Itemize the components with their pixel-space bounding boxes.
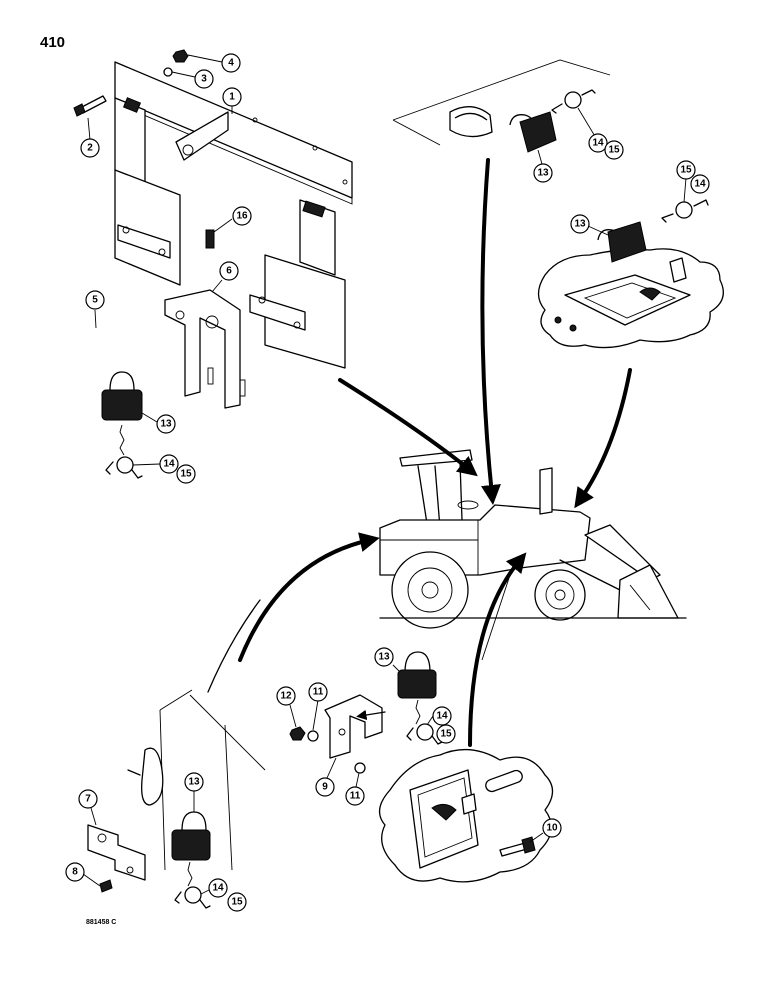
hood-lock-detail [537, 199, 724, 349]
svg-text:13: 13 [574, 219, 586, 230]
svg-text:14: 14 [163, 459, 175, 470]
svg-text:14: 14 [212, 883, 224, 894]
callout-7: 7 [78, 789, 98, 826]
svg-text:3: 3 [201, 74, 207, 85]
svg-text:7: 7 [85, 794, 91, 805]
guard-plate-assembly [73, 49, 353, 479]
callout-9: 9 [315, 757, 337, 797]
callout-13-right: 13 [570, 214, 609, 236]
callout-4: 4 [187, 53, 241, 73]
callout-14-15-top-left: 14 15 [132, 454, 196, 484]
callout-6: 6 [211, 261, 239, 293]
svg-text:4: 4 [228, 58, 234, 69]
callout-8: 8 [65, 862, 101, 887]
callout-12: 12 [276, 686, 297, 728]
callout-16: 16 [213, 206, 252, 233]
svg-text:14: 14 [436, 711, 448, 722]
svg-text:10: 10 [546, 823, 558, 834]
svg-text:14: 14 [592, 138, 604, 149]
drawing-code: 881458 C [86, 919, 117, 926]
top-panel-detail [392, 59, 611, 153]
callout-3: 3 [171, 69, 214, 89]
svg-text:11: 11 [313, 687, 324, 698]
svg-text:13: 13 [160, 419, 172, 430]
page-number: 410 [40, 34, 66, 51]
callout-14-15-bottom-left: 14 15 [200, 878, 247, 912]
callout-11b: 11 [345, 772, 365, 806]
svg-text:13: 13 [188, 777, 200, 788]
callout-1: 1 [222, 87, 242, 114]
side-latch-detail [289, 651, 554, 883]
svg-text:13: 13 [537, 168, 549, 179]
callout-10: 10 [529, 818, 562, 843]
callout-5: 5 [85, 290, 105, 329]
callout-13-top-left: 13 [141, 412, 176, 434]
callout-13-bottom-right: 13 [374, 647, 401, 673]
callout-2: 2 [80, 117, 100, 158]
svg-text:9: 9 [322, 782, 328, 793]
callout-11a: 11 [308, 682, 328, 731]
callout-13-bottom-left: 13 [184, 772, 204, 812]
callout-13-top: 13 [533, 149, 553, 183]
svg-text:8: 8 [72, 867, 78, 878]
svg-text:12: 12 [280, 691, 292, 702]
svg-text:15: 15 [440, 729, 452, 740]
svg-text:13: 13 [378, 652, 390, 663]
svg-text:15: 15 [608, 145, 620, 156]
svg-text:14: 14 [694, 179, 706, 190]
callout-14-15-bottom-right: 14 15 [426, 706, 456, 744]
svg-text:15: 15 [231, 897, 243, 908]
svg-text:1: 1 [229, 92, 235, 103]
loader-machine [379, 449, 687, 629]
arrows [207, 158, 632, 747]
svg-text:16: 16 [236, 211, 248, 222]
svg-text:2: 2 [87, 143, 93, 154]
svg-text:15: 15 [680, 165, 692, 176]
svg-text:15: 15 [180, 469, 192, 480]
svg-text:5: 5 [92, 295, 98, 306]
callout-14-15-right: 15 14 [676, 160, 710, 203]
door-latch-detail [87, 689, 266, 909]
svg-text:11: 11 [350, 791, 361, 802]
callout-14-15-top: 14 15 [577, 107, 624, 160]
svg-text:6: 6 [226, 266, 232, 277]
